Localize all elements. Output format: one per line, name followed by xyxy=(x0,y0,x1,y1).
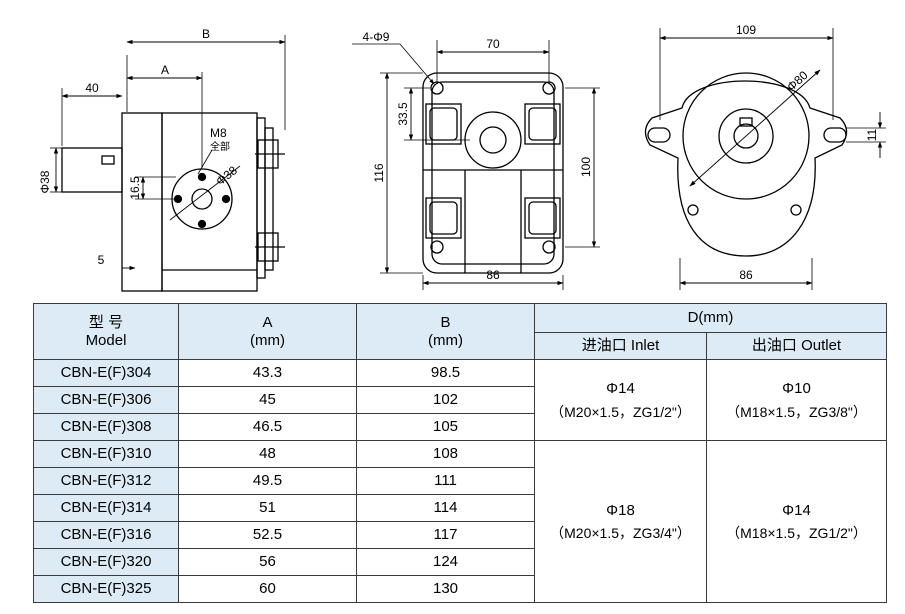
dim-label-phi38-flange: Φ38 xyxy=(213,163,240,188)
dim-label-100: 100 xyxy=(579,157,593,177)
header-inlet: 进油口 Inlet xyxy=(534,332,707,360)
header-b-name: B xyxy=(440,314,451,332)
outlet-cell: Φ14 （M18×1.5，ZG1/2"） xyxy=(705,440,888,603)
table-row: CBN-E(F)325 60 130 xyxy=(33,575,887,603)
header-d: D(mm) xyxy=(533,303,888,333)
b-cell: 117 xyxy=(356,521,535,549)
b-cell: 124 xyxy=(356,548,535,576)
outlet-size: Φ14 xyxy=(782,501,811,519)
b-cell: 111 xyxy=(356,467,535,495)
header-model-en: Model xyxy=(85,331,127,349)
model-cell: CBN-E(F)314 xyxy=(33,494,179,522)
inlet-size: Φ14 xyxy=(606,380,635,398)
table-row: CBN-E(F)314 51 114 xyxy=(33,494,887,522)
model-cell: CBN-E(F)308 xyxy=(33,413,179,441)
header-a-name: A xyxy=(262,314,273,332)
a-cell: 56 xyxy=(178,548,357,576)
outlet-cell: Φ10 （M18×1.5，ZG3/8"） xyxy=(705,359,888,441)
header-model: 型 号 Model xyxy=(33,303,179,360)
table-row: CBN-E(F)308 46.5 105 xyxy=(33,413,887,441)
a-cell: 52.5 xyxy=(178,521,357,549)
outlet-thread: （M18×1.5，ZG3/8"） xyxy=(726,403,867,420)
header-a-unit: (mm) xyxy=(250,331,285,349)
dim-label-33-5: 33.5 xyxy=(396,102,410,126)
b-cell: 105 xyxy=(356,413,535,441)
dim-label-5: 5 xyxy=(98,253,105,267)
outlet-size: Φ10 xyxy=(782,380,811,398)
a-cell: 48 xyxy=(178,440,357,468)
dim-label-86-front: 86 xyxy=(486,268,500,282)
b-cell: 114 xyxy=(356,494,535,522)
header-a: A (mm) xyxy=(178,303,357,360)
b-cell: 130 xyxy=(356,575,535,603)
b-cell: 108 xyxy=(356,440,535,468)
model-cell: CBN-E(F)306 xyxy=(33,386,179,414)
a-cell: 43.3 xyxy=(178,359,357,387)
dim-label-11: 11 xyxy=(865,128,879,141)
header-model-cn: 型 号 xyxy=(88,314,124,332)
dim-label-116: 116 xyxy=(372,163,386,182)
back-view xyxy=(644,28,886,290)
a-cell: 45 xyxy=(178,386,357,414)
model-cell: CBN-E(F)325 xyxy=(33,575,179,603)
side-view xyxy=(50,35,286,292)
dim-label-70: 70 xyxy=(486,37,500,51)
inlet-cell: Φ14 （M20×1.5，ZG1/2"） xyxy=(534,359,707,441)
table-row: CBN-E(F)304 43.3 98.5 Φ14 （M20×1.5，ZG1/2… xyxy=(33,359,888,441)
model-cell: CBN-E(F)310 xyxy=(33,440,179,468)
table-row: CBN-E(F)316 52.5 117 xyxy=(33,521,887,549)
label-4-phi9: 4-Φ9 xyxy=(363,30,390,44)
a-cell: 51 xyxy=(178,494,357,522)
model-cell: CBN-E(F)320 xyxy=(33,548,179,576)
a-cell: 46.5 xyxy=(178,413,357,441)
model-cell: CBN-E(F)316 xyxy=(33,521,179,549)
model-cell: CBN-E(F)312 xyxy=(33,467,179,495)
inlet-thread: （M20×1.5，ZG3/4"） xyxy=(550,525,691,542)
dim-label-b: B xyxy=(202,27,210,41)
spec-table: 型 号 Model A (mm) B (mm) D(mm) 进油口 Inlet … xyxy=(33,303,888,603)
outlet-thread: （M18×1.5，ZG1/2"） xyxy=(726,525,867,542)
dim-label-86-back: 86 xyxy=(739,268,753,282)
table-row: CBN-E(F)312 49.5 111 xyxy=(33,467,887,495)
dim-label-a: A xyxy=(161,63,169,77)
inlet-thread: （M20×1.5，ZG1/2"） xyxy=(550,403,691,420)
a-cell: 49.5 xyxy=(178,467,357,495)
inlet-cell: Φ18 （M20×1.5，ZG3/4"） xyxy=(534,440,707,603)
header-outlet: 出油口 Outlet xyxy=(705,332,888,360)
dim-label-109: 109 xyxy=(736,23,756,37)
inlet-size: Φ18 xyxy=(606,501,635,519)
dim-label-40: 40 xyxy=(85,81,99,95)
header-b-unit: (mm) xyxy=(428,331,463,349)
a-cell: 60 xyxy=(178,575,357,603)
model-cell: CBN-E(F)304 xyxy=(33,359,179,387)
front-view xyxy=(352,40,600,290)
technical-drawing: B A 40 M8 全部 Φ38 Φ38 16.5 5 4-Φ9 70 33.5… xyxy=(38,23,886,292)
label-m8-note: 全部 xyxy=(210,140,230,153)
label-m8: M8 xyxy=(210,126,227,140)
header-b: B (mm) xyxy=(356,303,535,360)
dim-label-16-5: 16.5 xyxy=(128,176,142,200)
b-cell: 98.5 xyxy=(356,359,535,387)
dim-label-phi38-shaft: Φ38 xyxy=(38,170,52,193)
table-row: CBN-E(F)310 48 108 Φ18 （M20×1.5，ZG3/4"） … xyxy=(33,440,888,603)
b-cell: 102 xyxy=(356,386,535,414)
table-row: CBN-E(F)306 45 102 xyxy=(33,386,887,414)
